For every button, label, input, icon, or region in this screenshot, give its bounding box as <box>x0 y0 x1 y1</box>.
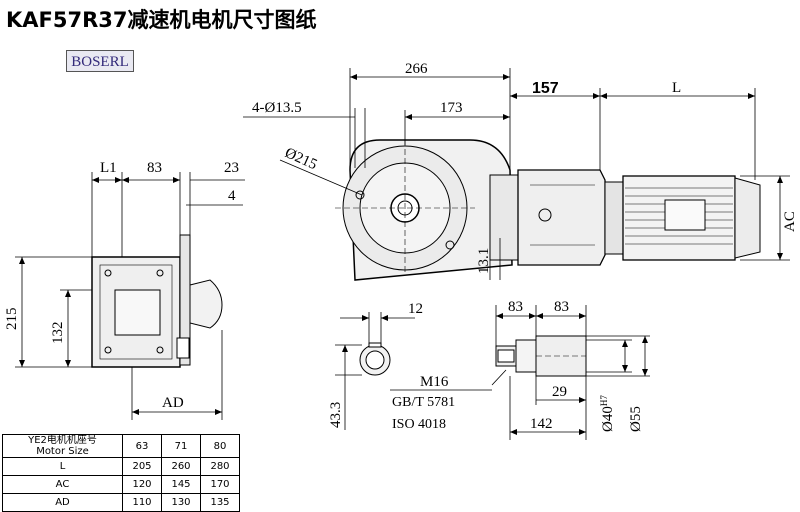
size-cell: 63 <box>122 434 162 458</box>
dim-gbt: GB/T 5781 <box>392 395 455 410</box>
table-cell: 205 <box>122 457 162 476</box>
dim-173: 173 <box>440 100 463 116</box>
dim-132: 132 <box>50 322 66 345</box>
dim-13-1: 13.1 <box>476 248 492 274</box>
dim-holes: 4-Ø13.5 <box>252 100 302 116</box>
table-cell: 120 <box>122 475 162 494</box>
side-view <box>91 234 223 368</box>
table-cell: 260 <box>161 457 201 476</box>
shaft-detail <box>495 335 587 377</box>
dim-40-tolerance: H7 <box>599 395 609 406</box>
fan-cover <box>734 177 761 259</box>
dim-55: Ø55 <box>628 406 644 432</box>
dim-L1: L1 <box>100 160 117 176</box>
dim-12: 12 <box>408 301 423 317</box>
table-row: AD 110 130 135 <box>2 493 240 512</box>
dim-215: 215 <box>4 308 20 331</box>
header-line-1: YE2电机机座号 <box>28 435 97 446</box>
table-header-cell: YE2电机机座号 Motor Size <box>2 434 123 458</box>
front-view <box>335 139 761 281</box>
row-label: L <box>2 457 123 476</box>
dim-L: L <box>672 80 681 96</box>
dim-83b: 83 <box>554 299 569 315</box>
dim-iso: ISO 4018 <box>392 417 446 432</box>
dim-23: 23 <box>224 160 239 176</box>
dim-4: 4 <box>228 188 236 204</box>
header-line-2: Motor Size <box>36 446 89 457</box>
r37-housing <box>517 169 606 266</box>
row-label: AC <box>2 475 123 494</box>
brand-logo: BOSERL <box>66 50 134 72</box>
dim-40-value: Ø40 <box>600 406 616 432</box>
adapter <box>489 174 519 261</box>
table-cell: 130 <box>161 493 201 512</box>
dim-AC: AC <box>782 211 798 232</box>
dim-83-side: 83 <box>147 160 162 176</box>
side-motor-stub <box>189 279 223 329</box>
table-row: AC 120 145 170 <box>2 475 240 494</box>
table-row: L 205 260 280 <box>2 457 240 476</box>
dim-83a: 83 <box>508 299 523 315</box>
size-cell: 80 <box>200 434 240 458</box>
dim-142: 142 <box>530 416 553 432</box>
dim-AD: AD <box>162 395 184 411</box>
dim-40: Ø40H7 <box>599 395 616 432</box>
table-cell: 170 <box>200 475 240 494</box>
motor-size-table-body: YE2电机机座号 Motor Size 63 71 80 L 205 260 2… <box>2 434 240 512</box>
size-cell: 71 <box>161 434 201 458</box>
row-label: AD <box>2 493 123 512</box>
dim-266: 266 <box>405 61 428 77</box>
motor-flange <box>604 181 624 255</box>
table-cell: 280 <box>200 457 240 476</box>
table-cell: 110 <box>122 493 162 512</box>
table-cell: 145 <box>161 475 201 494</box>
dim-43-3: 43.3 <box>328 402 344 428</box>
page-title: KAF57R37减速机电机尺寸图纸 <box>6 8 317 32</box>
bore-detail <box>359 342 391 376</box>
dim-29: 29 <box>552 384 567 400</box>
terminal-box <box>664 199 706 231</box>
dim-157: 157 <box>532 80 559 97</box>
motor-size-table: YE2电机机座号 Motor Size 63 71 80 L 205 260 2… <box>2 434 240 512</box>
table-header-row: YE2电机机座号 Motor Size 63 71 80 <box>2 434 240 458</box>
table-cell: 135 <box>200 493 240 512</box>
dim-m16: M16 <box>420 374 449 390</box>
